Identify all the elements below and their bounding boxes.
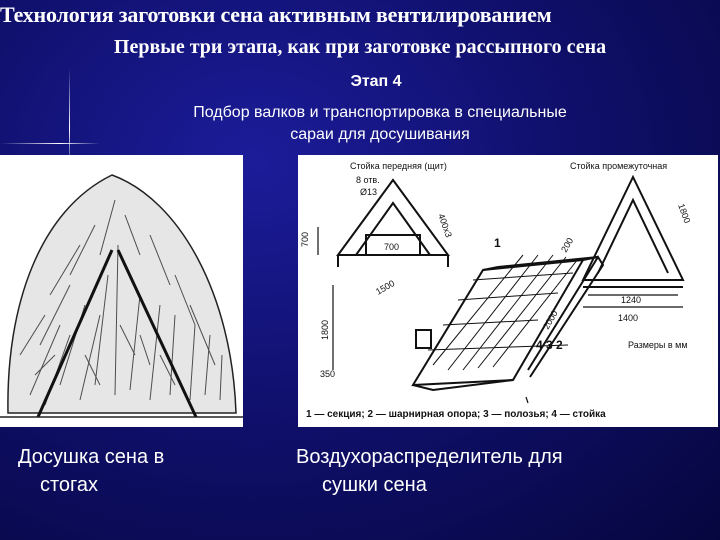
sparkle-decoration-vertical: [69, 68, 70, 168]
dim-350: 350: [320, 369, 335, 379]
caption-air-distributor: Воздухораспределитель для сушки сена: [296, 443, 716, 499]
dim-700-horizontal: 700: [384, 242, 399, 252]
dim-700-vertical: 700: [300, 232, 310, 247]
stage-description-line2: сараи для досушивания: [290, 126, 470, 143]
dim-1800-left: 1800: [320, 320, 330, 340]
sparkle-decoration-horizontal: [0, 143, 100, 144]
label-middle-post: Стойка промежуточная: [570, 161, 667, 171]
stage-title: Этап 4: [350, 73, 402, 90]
callout-1: 1: [494, 236, 501, 250]
slide-title: Технология заготовки сена активным венти…: [0, 2, 552, 27]
dim-1400: 1400: [618, 313, 638, 323]
label-holes: 8 отв.: [356, 175, 380, 185]
haystack-illustration: [0, 174, 243, 418]
dim-1500: 1500: [374, 278, 396, 297]
dim-200: 200: [559, 236, 575, 254]
diagram-legend: 1 — секция; 2 — шарнирная опора; 3 — пол…: [306, 409, 606, 420]
caption-air-distributor-line2: сушки сена: [322, 474, 427, 496]
label-diameter: Ø13: [360, 187, 377, 197]
dim-1800-right: 1800: [676, 202, 692, 224]
haystack-drying-image: [0, 155, 243, 427]
slide-subtitle: Первые три этапа, как при заготовке расс…: [113, 36, 607, 58]
label-front-post: Стойка передняя (щит): [350, 161, 447, 171]
dim-1240: 1240: [621, 295, 641, 305]
units-note: Размеры в мм: [628, 340, 688, 350]
stage-description: Подбор валков и транспортировка в специа…: [0, 102, 720, 146]
caption-haystack: Досушка сена в стогах: [18, 443, 278, 499]
air-distributor-drawing: Стойка передняя (щит) Стойка промежуточн…: [300, 161, 692, 420]
caption-haystack-line1: Досушка сена в: [18, 446, 165, 468]
air-distributor-diagram: Стойка передняя (щит) Стойка промежуточн…: [298, 155, 718, 427]
callout-4-3-2: 4 3 2: [536, 338, 563, 352]
stage-description-line1: Подбор валков и транспортировка в специа…: [193, 104, 567, 121]
caption-air-distributor-line1: Воздухораспределитель для: [296, 446, 563, 468]
dim-400: 400x3: [436, 212, 454, 238]
dim-2000: 2000: [541, 309, 560, 331]
caption-haystack-line2: стогах: [40, 474, 99, 496]
